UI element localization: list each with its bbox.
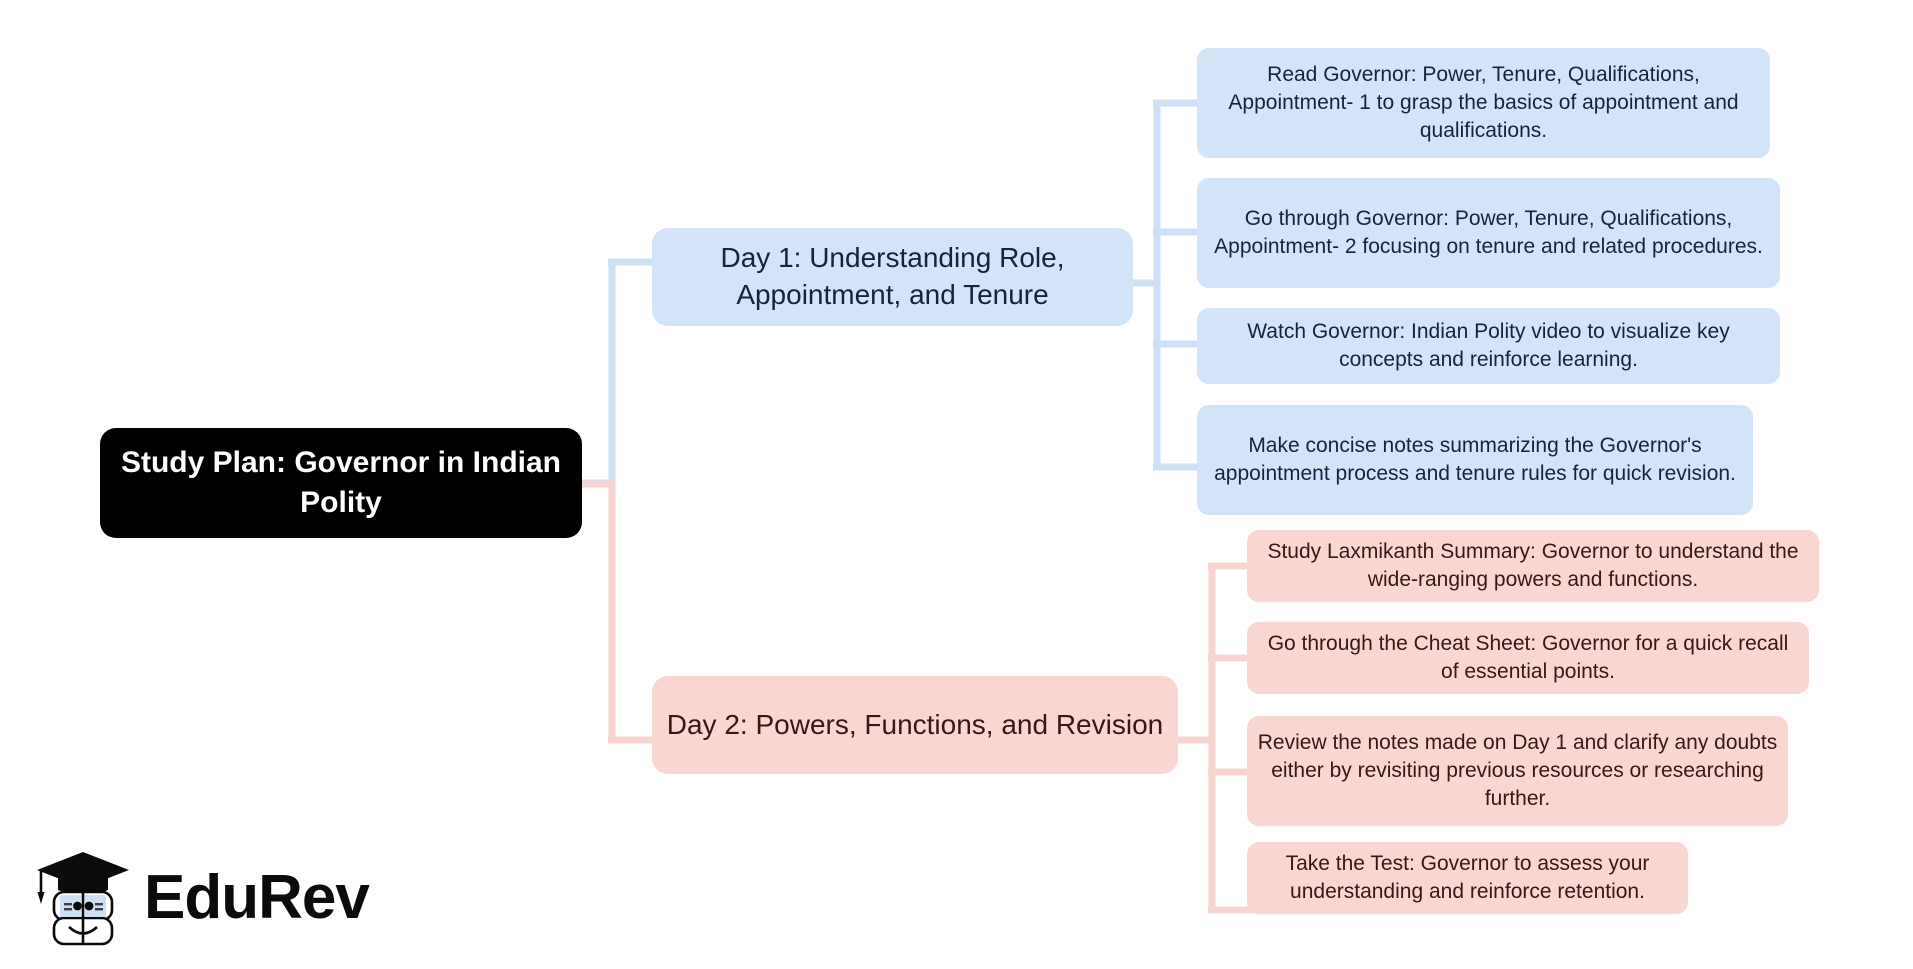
mindmap-leaf-day-2-task-4[interactable]: Take the Test: Governor to assess your u… [1247, 842, 1688, 914]
mindmap-root-node[interactable]: Study Plan: Governor in Indian Polity [100, 428, 582, 538]
mindmap-leaf-day-2-task-1-label: Study Laxmikanth Summary: Governor to un… [1267, 540, 1799, 591]
mindmap-leaf-day-2-task-1[interactable]: Study Laxmikanth Summary: Governor to un… [1247, 530, 1819, 602]
mindmap-leaf-day-1-task-2[interactable]: Go through Governor: Power, Tenure, Qual… [1197, 178, 1780, 288]
mindmap-branch-day-2-label: Day 2: Powers, Functions, and Revision [666, 708, 1164, 740]
mindmap-leaf-day-2-task-4-label: Take the Test: Governor to assess your u… [1285, 852, 1650, 903]
mindmap-leaf-day-1-task-2-label: Go through Governor: Power, Tenure, Qual… [1214, 207, 1763, 258]
mindmap-leaf-day-2-task-2[interactable]: Go through the Cheat Sheet: Governor for… [1247, 622, 1809, 694]
mindmap-leaf-day-2-task-3[interactable]: Review the notes made on Day 1 and clari… [1247, 716, 1788, 826]
mindmap-leaf-day-1-task-4[interactable]: Make concise notes summarizing the Gover… [1197, 405, 1753, 515]
connector-root-to-day1 [582, 262, 616, 487]
edurev-wordmark: EduRev [144, 862, 370, 932]
mindmap-leaf-day-1-task-3[interactable]: Watch Governor: Indian Polity video to v… [1197, 308, 1780, 384]
mindmap-branch-day-1[interactable]: Day 1: Understanding Role, Appointment, … [652, 228, 1133, 326]
edurev-logo: EduRev [36, 845, 370, 950]
mindmap-branch-day-1-label: Day 1: Understanding Role, Appointment, … [720, 242, 1065, 310]
mindmap-leaf-day-1-task-1-label: Read Governor: Power, Tenure, Qualificat… [1228, 63, 1739, 142]
mindmap-leaf-day-2-task-2-label: Go through the Cheat Sheet: Governor for… [1267, 632, 1789, 683]
mindmap-leaf-day-1-task-1[interactable]: Read Governor: Power, Tenure, Qualificat… [1197, 48, 1770, 158]
mindmap-leaf-day-1-task-4-label: Make concise notes summarizing the Gover… [1214, 434, 1736, 485]
mindmap-leaf-day-2-task-3-label: Review the notes made on Day 1 and clari… [1257, 731, 1778, 810]
graduation-cap-mascot-icon [37, 851, 129, 945]
mindmap-root-label: Study Plan: Governor in Indian Polity [120, 445, 562, 519]
mindmap-leaf-day-1-task-3-label: Watch Governor: Indian Polity video to v… [1247, 320, 1730, 371]
connector-root-to-day2 [582, 480, 616, 740]
mindmap-branch-day-2[interactable]: Day 2: Powers, Functions, and Revision [652, 676, 1178, 774]
